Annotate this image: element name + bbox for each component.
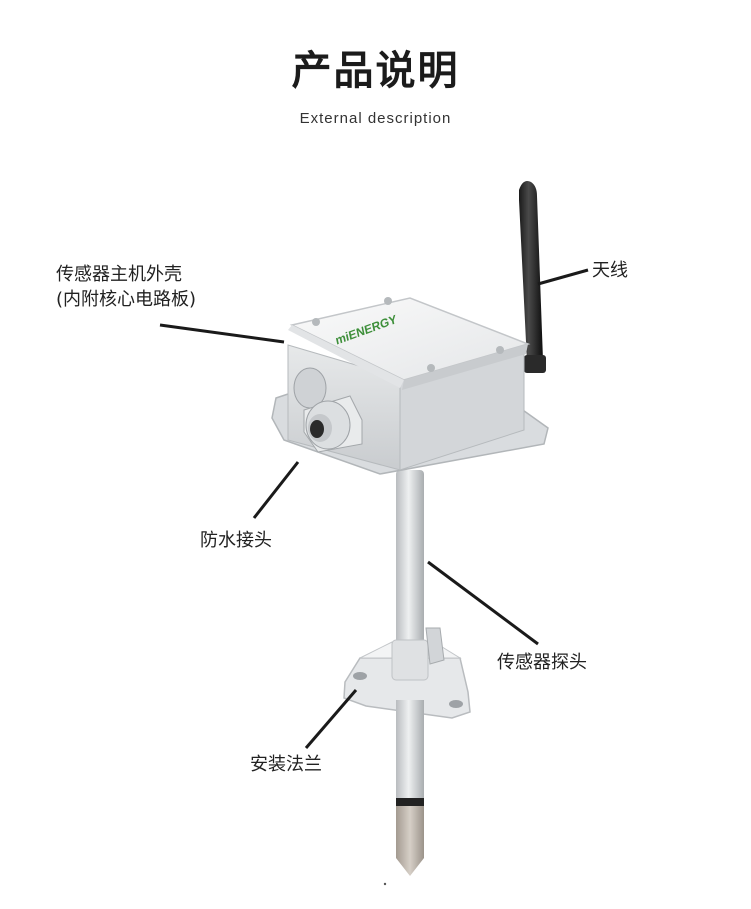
callout-housing-line1: 传感器主机外壳 [56, 264, 182, 285]
callout-waterproof-connector: 防水接头 [200, 530, 272, 551]
leader-line-probe [427, 560, 539, 646]
antenna [519, 181, 546, 373]
page-subtitle: External description [299, 110, 452, 127]
sensor-housing: miENERGY [271, 297, 549, 475]
callout-mounting-flange: 安装法兰 [250, 754, 322, 775]
leader-line-connector [252, 461, 300, 519]
callout-sensor-probe: 传感器探头 [497, 652, 587, 673]
leader-line-housing [159, 323, 285, 344]
leader-lines [159, 268, 589, 749]
leader-line-flange [304, 689, 358, 749]
callout-antenna: 天线 [592, 260, 628, 281]
mounting-flange [343, 627, 471, 720]
waterproof-connector [293, 367, 363, 453]
callout-housing: 传感器主机外壳 (内附核心电路板) [56, 262, 196, 312]
leader-line-antenna [537, 268, 589, 286]
page-title: 产品说明 [291, 48, 460, 94]
callout-housing-line2: (内附核心电路板) [56, 289, 197, 310]
